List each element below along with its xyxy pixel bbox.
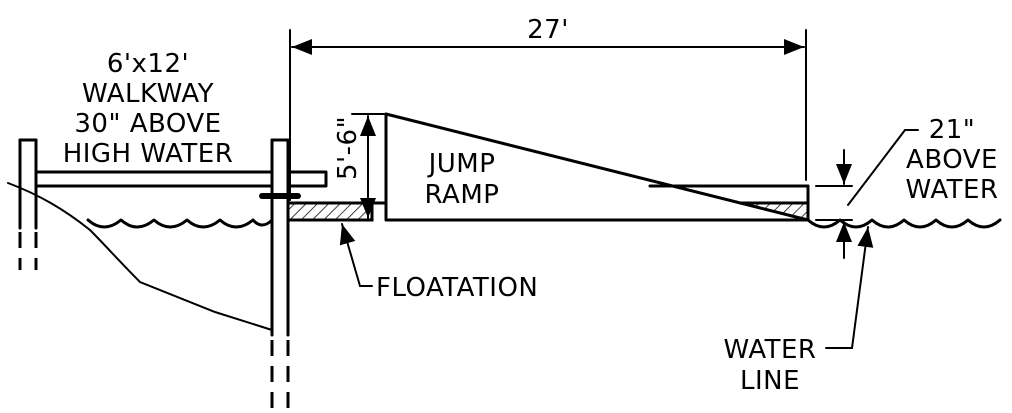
svg-text:WALKWAY: WALKWAY (82, 79, 214, 109)
svg-text:WATER: WATER (724, 335, 817, 365)
floatation-block-left (286, 201, 374, 222)
ramp-height-dimension (351, 113, 385, 219)
svg-text:30" ABOVE: 30" ABOVE (74, 109, 221, 139)
ramp-height-label: 5'-6" (333, 116, 363, 180)
jump-ramp (384, 112, 810, 222)
walkway-label: 6'x12' WALKWAY 30" ABOVE HIGH WATER (63, 49, 234, 169)
floatation-block-right (739, 202, 809, 222)
shore-post (18, 138, 38, 270)
walkway-deck (34, 170, 274, 188)
overall-length-dimension (289, 29, 807, 201)
water-waves-right (806, 218, 1002, 229)
svg-text:RAMP: RAMP (425, 180, 500, 210)
svg-text:HIGH WATER: HIGH WATER (63, 139, 234, 169)
svg-text:21": 21" (929, 115, 976, 145)
waterline-leader (825, 226, 874, 349)
ramp-connector-plate (286, 170, 328, 188)
svg-text:LINE: LINE (740, 366, 800, 396)
ramp-label: JUMP RAMP (425, 149, 500, 210)
svg-text:6'x12': 6'x12' (107, 49, 189, 79)
water-waves-left (86, 218, 274, 229)
piling (270, 138, 290, 408)
svg-text:WATER: WATER (906, 175, 999, 205)
floatation-leader (339, 223, 373, 287)
freeboard-label: 21" ABOVE WATER (906, 115, 999, 205)
overall-length-label: 27' (527, 15, 569, 45)
svg-text:ABOVE: ABOVE (906, 145, 998, 175)
floatation-label: FLOATATION (376, 273, 538, 303)
freeboard-dimension (815, 129, 919, 259)
waterline-label: WATER LINE (724, 335, 817, 396)
svg-text:JUMP: JUMP (427, 149, 496, 179)
shoreline (7, 182, 273, 331)
